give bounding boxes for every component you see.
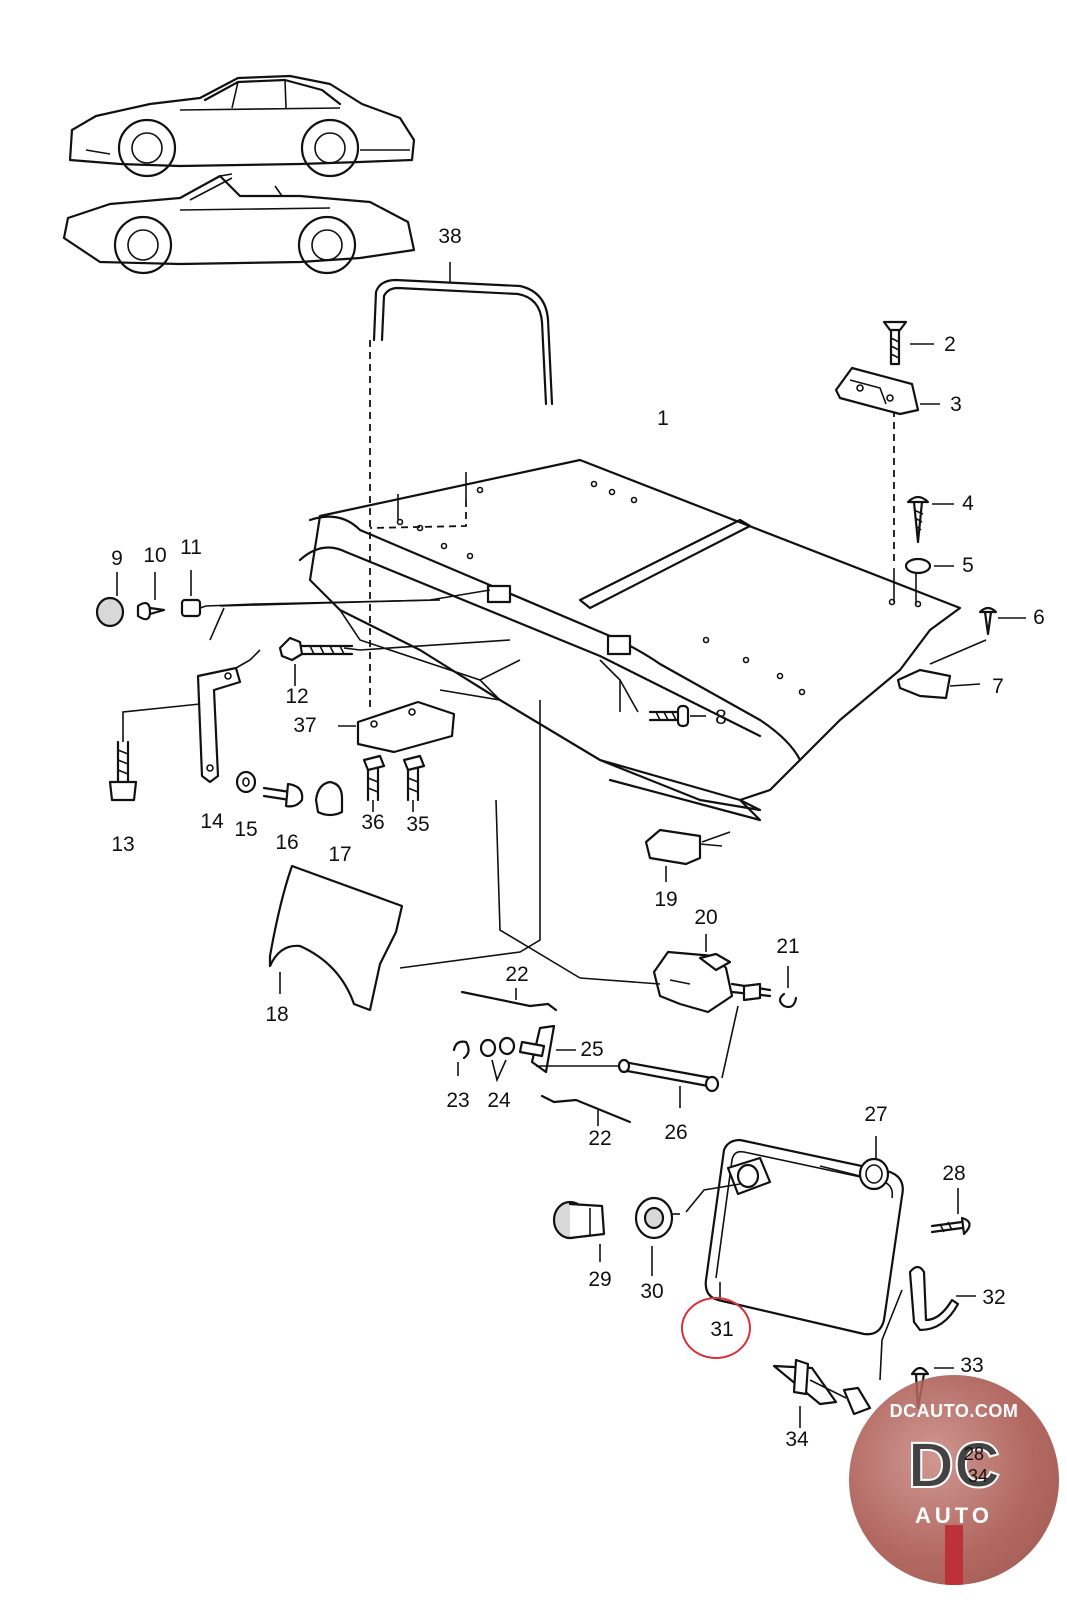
callout-33: 33 — [960, 1354, 984, 1377]
callout-26: 26 — [664, 1121, 688, 1144]
part-29-lock-cylinder — [552, 1200, 606, 1262]
callout-2: 2 — [944, 333, 956, 356]
callout-35: 34 — [967, 1466, 989, 1486]
callout-21: 21 — [776, 935, 800, 958]
callout-6: 6 — [1033, 606, 1045, 629]
part-11-clip-nut — [180, 570, 441, 618]
callout-13: 13 — [111, 833, 135, 856]
callout-36: 35 — [406, 813, 430, 836]
callout-34: 34 — [785, 1428, 809, 1451]
callout-28-secondary: 28 — [963, 1444, 985, 1464]
dcauto-watermark-logo: DCAUTO.COM DC AUTO — [849, 1375, 1059, 1585]
callout-23: 23 — [446, 1089, 470, 1112]
callout-38: 37 — [293, 714, 317, 737]
watermark-red-bar — [945, 1525, 963, 1585]
part-19-switch — [644, 828, 731, 882]
callout-17: 17 — [328, 843, 352, 866]
part-37-bolt — [362, 754, 386, 812]
part-18-cover-panel — [268, 700, 541, 1012]
callout-11: 11 — [180, 536, 202, 559]
callout-37: 36 — [361, 811, 385, 834]
part-9-knob — [95, 572, 125, 628]
cabriolet-car-illustration — [62, 173, 416, 275]
part-31-glovebox-lid — [685, 1138, 904, 1336]
part-28-screw — [930, 1188, 971, 1236]
part-15-washer — [235, 770, 257, 794]
part-36-bolt — [402, 754, 426, 812]
part-2-screw — [882, 320, 934, 366]
callout-27: 27 — [864, 1103, 888, 1126]
callout-25: 25 — [580, 1038, 604, 1061]
part-20-lock-mechanism — [495, 799, 772, 1014]
callout-18: 18 — [265, 1003, 289, 1026]
highlight-ring-part-31 — [681, 1297, 751, 1359]
part-24-washers — [479, 1036, 516, 1083]
part-26-connecting-rod — [536, 1005, 739, 1108]
watermark-url: DCAUTO.COM — [889, 1401, 1019, 1421]
part-16-bolt — [262, 782, 304, 808]
part-10-rivet-pin — [136, 572, 166, 621]
part-7-retaining-plate — [896, 668, 981, 700]
callout-4: 4 — [962, 492, 974, 515]
part-13-bolt — [108, 703, 201, 802]
watermark-name: AUTO — [915, 1503, 993, 1528]
part-22-cable-upper — [460, 988, 558, 1012]
callout-16: 16 — [275, 831, 299, 854]
part-4-screw — [906, 495, 954, 544]
callout-10: 10 — [143, 544, 167, 567]
part-38-plate — [338, 700, 456, 754]
part-17-cap — [314, 780, 344, 817]
callout-14: 14 — [200, 810, 224, 833]
callout-31: 31 — [710, 1318, 734, 1341]
part-12-bolt — [278, 636, 354, 686]
callout-20: 20 — [694, 906, 718, 929]
callout-19: 19 — [654, 888, 678, 911]
callout-3: 3 — [950, 393, 962, 416]
callout-29: 29 — [588, 1268, 612, 1291]
callout-22-upper: 22 — [505, 963, 529, 986]
callout-15: 15 — [234, 818, 258, 841]
part-14-support-bracket — [196, 607, 261, 784]
callout-22-lower: 22 — [588, 1127, 612, 1150]
callout-24: 24 — [487, 1089, 511, 1112]
part-27-ring — [819, 1136, 890, 1191]
callout-32: 32 — [982, 1286, 1006, 1309]
callout-8: 8 — [715, 706, 727, 729]
callout-1: 1 — [657, 407, 669, 430]
part-21-clip — [778, 966, 798, 1009]
part-23-snap-ring — [452, 1040, 470, 1076]
part-6-screw — [929, 606, 1026, 665]
part-39-support-rod — [372, 262, 554, 406]
callout-30: 30 — [640, 1280, 664, 1303]
part-25-mounting-bracket — [518, 1024, 576, 1074]
part-8-screw — [619, 679, 706, 728]
callout-12: 12 — [285, 685, 309, 708]
callout-28: 28 — [942, 1162, 966, 1185]
callout-5: 5 — [962, 554, 974, 577]
callout-39: 38 — [438, 225, 462, 248]
watermark-monogram: DC — [907, 1429, 1001, 1501]
part-5-nut-clip — [904, 557, 954, 575]
coupe-car-illustration — [68, 74, 416, 178]
part-3-striker-bracket — [834, 366, 940, 416]
part-1-dashboard-carrier — [219, 340, 962, 822]
part-30-lock-housing — [634, 1196, 680, 1276]
callout-7: 7 — [992, 675, 1004, 698]
part-32-stay-arm — [879, 1265, 976, 1381]
callout-9: 9 — [111, 547, 123, 570]
part-34-hinge — [772, 1358, 872, 1428]
mounting-holes — [396, 480, 922, 696]
part-22-cable-lower — [540, 1094, 632, 1126]
